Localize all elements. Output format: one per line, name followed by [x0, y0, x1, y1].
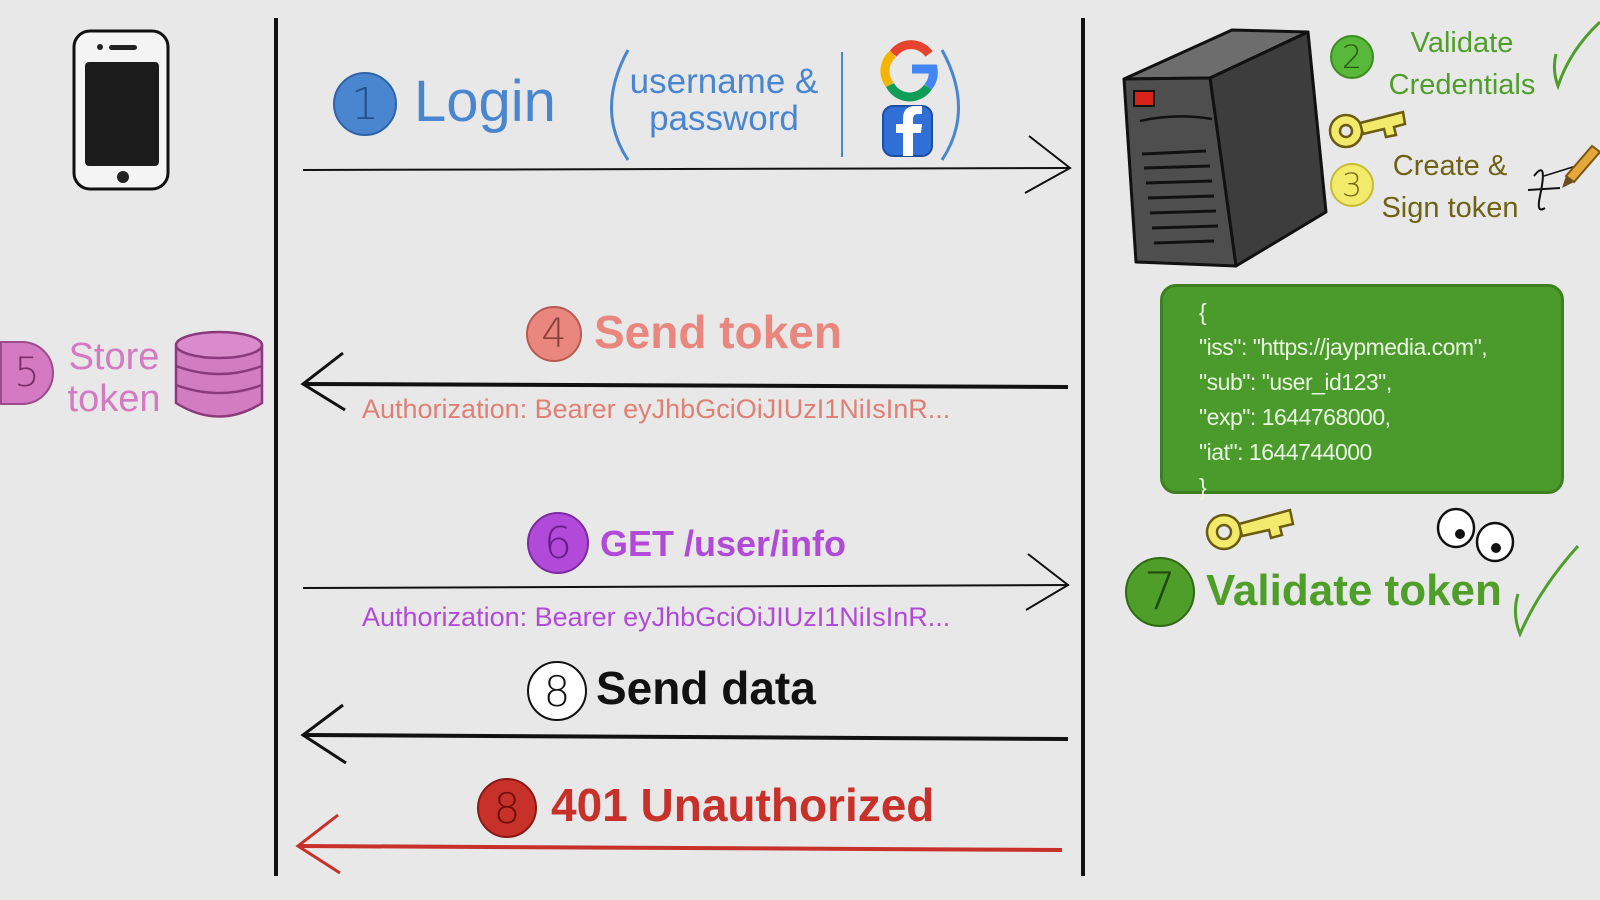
step-8-number: 8: [543, 666, 571, 716]
google-icon: [880, 40, 938, 102]
get-user-info-label: GET /user/info: [600, 523, 847, 564]
get-user-info-arrow: [302, 553, 1070, 611]
token-payload-line: "exp": 1644768000,: [1199, 404, 1391, 430]
credentials-label: username & password: [629, 62, 819, 138]
credentials-close-paren: [940, 49, 960, 161]
step-2-number: 2: [1341, 38, 1363, 76]
key-icon: [1205, 508, 1295, 551]
step-5-badge: 5: [0, 341, 54, 405]
login-request-arrow: [302, 135, 1072, 194]
eyes-icon: [1436, 507, 1515, 563]
token-payload-line: }: [1199, 474, 1207, 500]
server-tower-icon: [1122, 28, 1328, 268]
facebook-icon: [882, 105, 933, 157]
step-2-badge: 2: [1330, 35, 1374, 79]
key-icon: [1328, 110, 1407, 149]
send-data-label: Send data: [596, 662, 816, 714]
token-payload-line: "sub": "user_id123",: [1199, 369, 1392, 395]
step-7-number: 7: [1143, 562, 1177, 622]
token-payload-box: { "iss": "https://jaypmedia.com", "sub":…: [1160, 284, 1564, 500]
create-sign-token-label: Create & Sign token: [1381, 150, 1519, 224]
step-7-badge: 7: [1125, 557, 1195, 627]
step-3-badge: 3: [1330, 163, 1374, 207]
credentials-open-paren: [610, 49, 630, 161]
checkmark-icon: [1513, 544, 1580, 638]
step-4-badge: 4: [526, 306, 582, 362]
get-user-info-auth-header: Authorization: Bearer eyJhbGciOiJIUzI1Ni…: [362, 602, 951, 632]
token-payload-line: "iss": "https://jaypmedia.com",: [1199, 334, 1488, 360]
validate-credentials-label: Validate Credentials: [1388, 27, 1536, 101]
step-8-error-badge: 8: [477, 778, 537, 838]
signature-pen-icon: [1527, 144, 1600, 211]
unauthorized-label: 401 Unauthorized: [551, 779, 935, 831]
step-8-badge: 8: [527, 661, 587, 721]
unauthorized-arrow: [295, 813, 1063, 875]
database-icon: [174, 330, 264, 418]
store-token-label: Store token: [67, 336, 161, 420]
send-token-arrow: [300, 351, 1069, 412]
token-payload-line: {: [1199, 299, 1207, 325]
step-8-error-number: 8: [493, 783, 521, 833]
checkmark-icon: [1552, 20, 1600, 91]
step-6-badge: 6: [527, 512, 589, 574]
send-token-label: Send token: [594, 306, 842, 358]
token-payload-line: "iat": 1644744000: [1199, 439, 1372, 465]
login-label: Login: [414, 69, 556, 134]
step-5-number: 5: [14, 350, 40, 396]
step-6-number: 6: [544, 517, 572, 569]
step-4-number: 4: [541, 311, 567, 357]
validate-token-label: Validate token: [1206, 566, 1502, 615]
send-data-arrow: [300, 703, 1069, 765]
step-1-number: 1: [351, 78, 379, 130]
step-1-badge: 1: [333, 72, 397, 136]
step-3-number: 3: [1341, 166, 1363, 204]
send-token-auth-header: Authorization: Bearer eyJhbGciOiJIUzI1Ni…: [362, 394, 951, 424]
smartphone-icon: [72, 29, 170, 191]
